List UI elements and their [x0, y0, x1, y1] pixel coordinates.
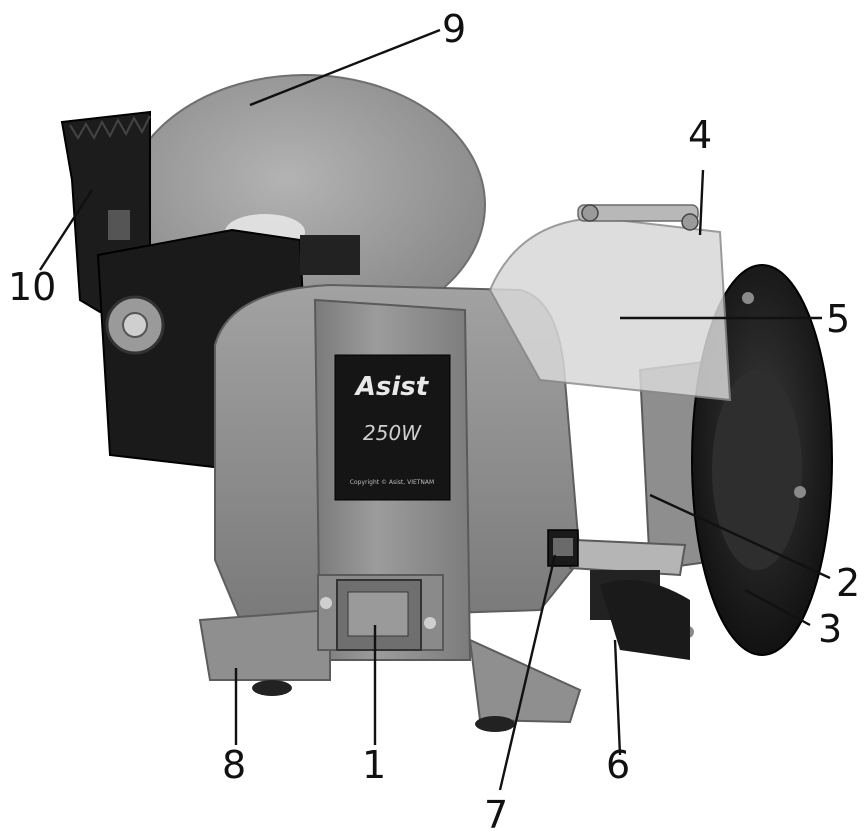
callout-2: 2 [836, 561, 860, 605]
leader-line-4 [698, 169, 705, 236]
leader-line-6 [613, 639, 622, 756]
callout-9: 9 [442, 7, 466, 51]
power-rating: 250W [363, 421, 422, 445]
leader-line-9 [249, 28, 441, 107]
brand-label-panel: Asist 250W Copyright © Asist, VIETNAM [334, 354, 451, 501]
brand-name: Asist [354, 372, 430, 402]
callout-6: 6 [606, 743, 630, 787]
callout-1: 1 [362, 743, 386, 787]
tool-rest [568, 538, 690, 660]
power-switch [317, 574, 444, 651]
leader-line-7 [498, 554, 557, 791]
leader-line-3 [744, 588, 811, 627]
leader-line-10 [38, 189, 94, 271]
leader-line-2 [649, 493, 831, 580]
callout-8: 8 [222, 743, 246, 787]
callout-3: 3 [818, 607, 842, 651]
callout-5: 5 [826, 297, 850, 341]
callout-4: 4 [688, 113, 712, 157]
callout-10: 10 [8, 265, 56, 309]
copyright-text: Copyright © Asist, VIETNAM [350, 479, 434, 486]
callout-7: 7 [484, 793, 508, 836]
